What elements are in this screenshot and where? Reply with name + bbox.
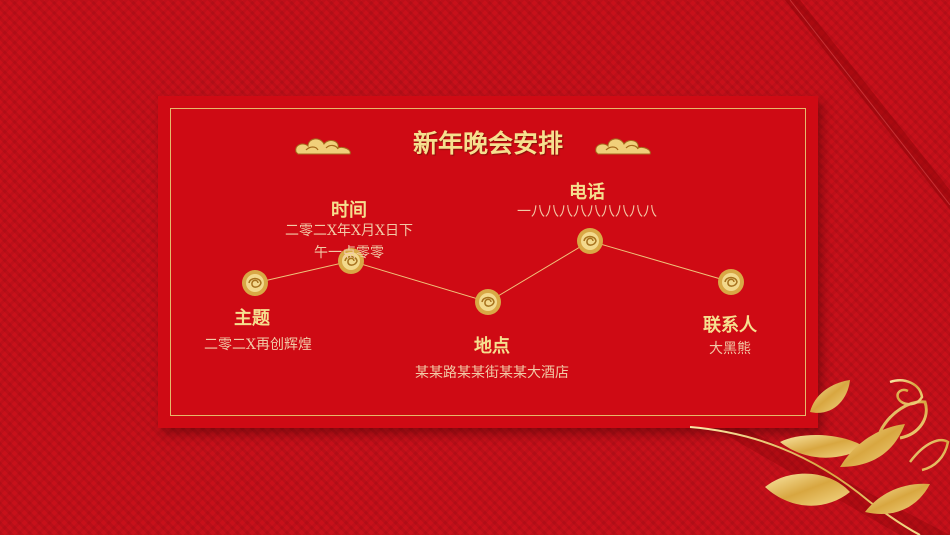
phone-label: 电话 (569, 182, 605, 203)
page-title: 新年晚会安排 (412, 129, 563, 158)
gold-rose-icon (475, 289, 501, 315)
theme-label: 主题 (234, 308, 270, 329)
gold-rose-icon (338, 248, 364, 274)
time-value-line2: 午一点零零 (314, 245, 384, 261)
place-label: 地点 (474, 336, 510, 357)
gold-rose-icon (577, 228, 603, 254)
time-value-line1: 二零二X年X月X日下 (285, 223, 413, 239)
contact-label: 联系人 (703, 315, 757, 336)
cloud-ornament-icon (295, 138, 351, 155)
cloud-ornament-icon (595, 138, 651, 155)
phone-value: 一八八八八八八八八八 (517, 204, 657, 220)
schedule-card: 新年晚会安排 主题 二零二X再创辉煌 时间 二零二X年X月X日下 午一点零零 地… (158, 96, 818, 428)
contact-value: 大黑熊 (709, 341, 751, 357)
gold-rose-icon (718, 269, 744, 295)
gold-rose-icon (242, 270, 268, 296)
place-value: 某某路某某街某某大酒店 (415, 365, 569, 381)
time-label: 时间 (331, 200, 367, 221)
card-border (170, 108, 806, 416)
gold-leaf-ornament (690, 379, 950, 535)
theme-value: 二零二X再创辉煌 (204, 337, 312, 353)
